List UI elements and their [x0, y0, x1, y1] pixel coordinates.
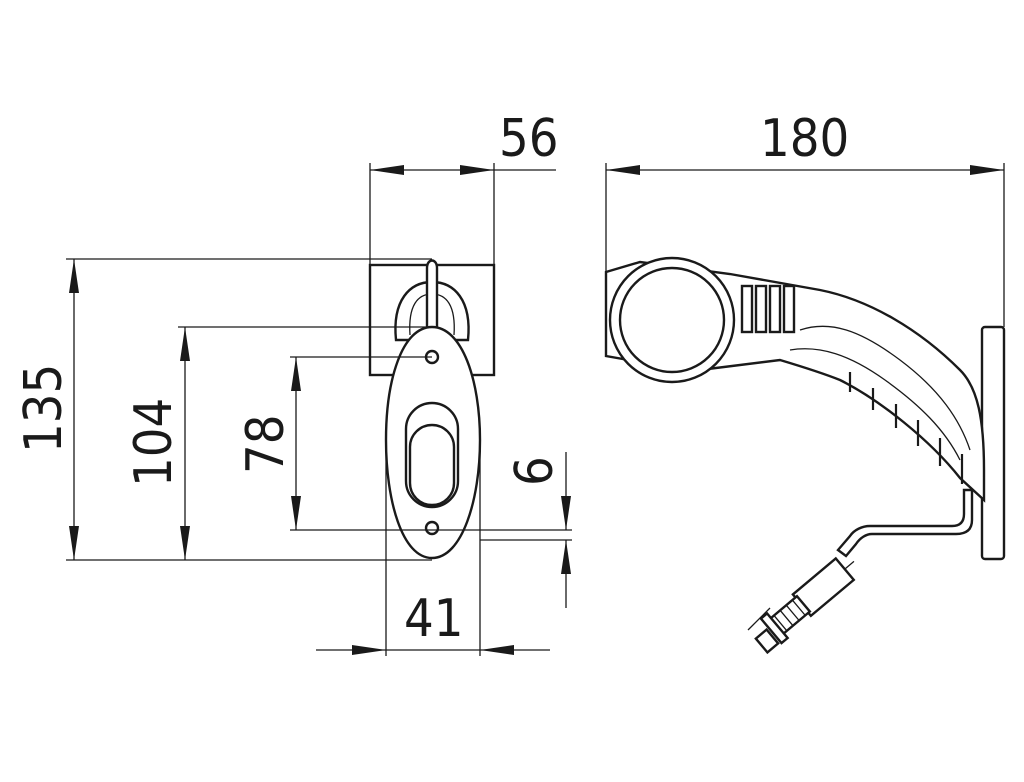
front-view	[368, 259, 496, 560]
dim-label-180: 180	[760, 109, 849, 169]
lens-inner	[408, 423, 456, 507]
lamp-head-inner	[618, 266, 726, 374]
wall-plate	[980, 325, 1006, 561]
dimension-56: 56	[369, 109, 559, 265]
cable	[836, 488, 974, 558]
dimension-6: 6	[480, 452, 572, 608]
screw-hole-bottom	[424, 520, 440, 536]
dim-label-104: 104	[124, 398, 184, 487]
dim-label-78: 78	[236, 414, 296, 474]
dimension-78: 78	[236, 356, 572, 531]
dimension-180: 180	[605, 109, 1005, 327]
side-view	[604, 256, 1006, 655]
dimension-41: 41	[316, 440, 550, 656]
dim-label-6: 6	[505, 456, 565, 486]
arm-ribs	[848, 372, 964, 484]
dimension-104: 104	[124, 326, 432, 560]
dim-label-41: 41	[404, 589, 464, 649]
connector	[759, 556, 856, 645]
dim-label-135: 135	[14, 364, 74, 453]
dim-label-56: 56	[499, 109, 559, 169]
dimension-135: 135	[14, 258, 432, 561]
neck-ribs	[740, 284, 796, 334]
